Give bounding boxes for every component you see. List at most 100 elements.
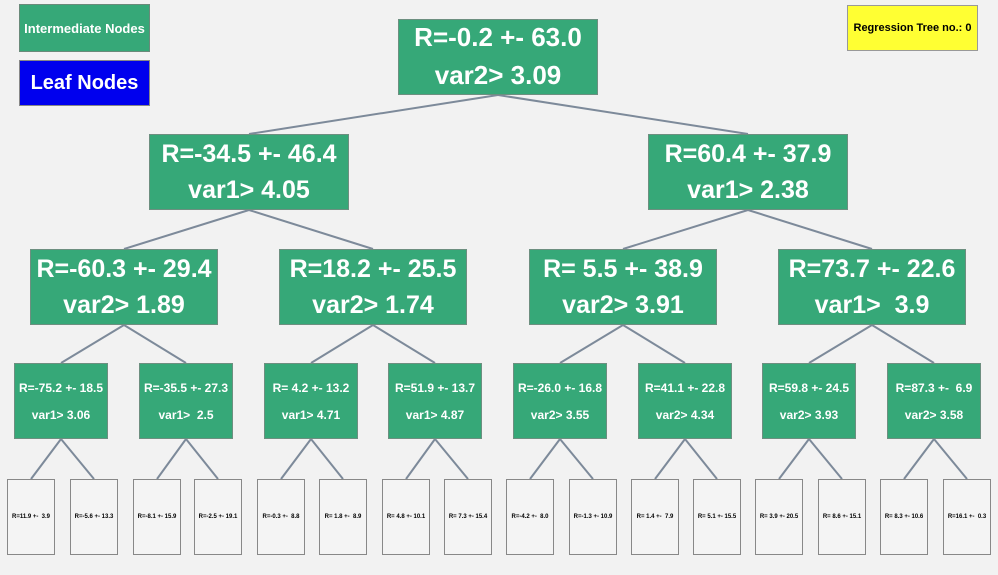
leaf-node-14: R= 8.3 +- 10.6	[880, 479, 928, 555]
leaf-node-6: R= 4.8 +- 10.1	[382, 479, 430, 555]
leaf-value: R=16.1 +- 0.3	[947, 514, 987, 520]
edge-l3_0-leaf-0	[30, 438, 62, 480]
edge-l1_1-l2_3	[747, 209, 873, 250]
node-split: var1> 4.87	[405, 407, 465, 422]
node-value: R=41.1 +- 22.8	[644, 380, 726, 395]
node-split: var2> 1.89	[63, 291, 185, 319]
node-value: R= 4.2 +- 13.2	[272, 380, 350, 395]
node-value: R=73.7 +- 22.6	[788, 254, 956, 283]
tree-node-l2-0: R=-60.3 +- 29.4 var2> 1.89	[30, 249, 218, 325]
node-value: R= 5.5 +- 38.9	[543, 254, 703, 283]
edge-l3_2-leaf-5	[310, 438, 344, 480]
node-value: R=-26.0 +- 16.8	[517, 380, 603, 395]
leaf-node-3: R=-2.5 +- 19.1	[194, 479, 242, 555]
node-split: var2> 1.74	[312, 291, 434, 319]
edge-l3_7-leaf-15	[933, 438, 968, 480]
edge-l3_2-leaf-4	[280, 438, 312, 480]
node-value: R=-35.5 +- 27.3	[143, 380, 229, 395]
edge-l1_0-l2_1	[248, 209, 374, 250]
leaf-value: R=-5.6 +- 13.3	[74, 514, 114, 520]
leaf-node-15: R=16.1 +- 0.3	[943, 479, 991, 555]
edge-l2_2-l3_4	[559, 324, 624, 364]
leaf-value: R=-4.2 +- 8.0	[511, 514, 549, 520]
node-value: R=-34.5 +- 46.4	[161, 139, 337, 168]
leaf-node-8: R=-4.2 +- 8.0	[506, 479, 554, 555]
node-value: R=-60.3 +- 29.4	[36, 254, 212, 283]
tree-number-label: Regression Tree no.: 0	[847, 5, 978, 51]
leaf-value: R= 7.3 +- 15.4	[448, 514, 488, 520]
leaf-value: R= 8.3 +- 10.6	[884, 514, 924, 520]
leaf-node-2: R=-8.1 +- 15.9	[133, 479, 181, 555]
node-value: R=60.4 +- 37.9	[664, 139, 832, 168]
leaf-node-9: R=-1.3 +- 10.9	[569, 479, 617, 555]
leaf-node-0: R=11.9 +- 3.9	[7, 479, 55, 555]
edge-root-l1_0	[248, 94, 499, 135]
tree-node-l3-7: R=87.3 +- 6.9 var2> 3.58	[887, 363, 981, 439]
node-split: var1> 3.9	[814, 291, 930, 319]
edge-l2_0-l3_1	[123, 324, 187, 364]
leaf-node-4: R=-0.3 +- 8.8	[257, 479, 305, 555]
edge-l3_1-leaf-3	[185, 438, 219, 480]
leaf-value: R= 1.4 +- 7.9	[636, 514, 674, 520]
node-split: var1> 4.05	[188, 176, 310, 204]
edge-l3_6-leaf-12	[778, 438, 810, 480]
tree-number-text: Regression Tree no.: 0	[853, 22, 972, 34]
leaf-node-10: R= 1.4 +- 7.9	[631, 479, 679, 555]
node-split: var1> 3.06	[31, 407, 91, 422]
leaf-value: R= 4.8 +- 10.1	[386, 514, 426, 520]
leaf-value: R=-2.5 +- 19.1	[198, 514, 238, 520]
edge-l2_2-l3_5	[622, 324, 686, 364]
edge-l2_1-l3_2	[310, 324, 374, 364]
edge-l1_0-l2_0	[123, 209, 250, 250]
edge-l2_3-l3_6	[808, 324, 873, 364]
edge-l3_5-leaf-10	[654, 438, 686, 480]
edge-l2_0-l3_0	[60, 324, 125, 364]
edge-l3_5-leaf-11	[684, 438, 718, 480]
node-split: var1> 2.5	[158, 407, 214, 422]
leaf-value: R=-8.1 +- 15.9	[137, 514, 177, 520]
edge-l3_4-leaf-9	[559, 438, 594, 480]
leaf-node-5: R= 1.8 +- 8.9	[319, 479, 367, 555]
edge-l3_3-leaf-7	[434, 438, 469, 480]
node-split: var2> 3.91	[562, 291, 684, 319]
leaf-value: R=-0.3 +- 8.8	[262, 514, 300, 520]
node-split: var2> 4.34	[655, 407, 715, 422]
node-value: R=-0.2 +- 63.0	[414, 22, 582, 53]
tree-node-l3-3: R=51.9 +- 13.7 var1> 4.87	[388, 363, 482, 439]
leaf-value: R=11.9 +- 3.9	[11, 514, 51, 520]
node-split: var2> 3.58	[904, 407, 964, 422]
edge-l3_7-leaf-14	[903, 438, 935, 480]
leaf-node-1: R=-5.6 +- 13.3	[70, 479, 118, 555]
leaf-value: R= 1.8 +- 8.9	[324, 514, 362, 520]
tree-node-l3-1: R=-35.5 +- 27.3 var1> 2.5	[139, 363, 233, 439]
tree-node-l1-0: R=-34.5 +- 46.4 var1> 4.05	[149, 134, 349, 210]
edge-l3_6-leaf-13	[808, 438, 843, 480]
edge-l3_3-leaf-6	[405, 438, 436, 480]
edge-l3_1-leaf-2	[156, 438, 187, 480]
node-split: var1> 2.38	[687, 176, 809, 204]
leaf-value: R= 5.1 +- 15.5	[697, 514, 737, 520]
node-value: R=18.2 +- 25.5	[289, 254, 457, 283]
node-value: R=87.3 +- 6.9	[895, 380, 973, 395]
edge-l1_1-l2_2	[622, 209, 749, 250]
node-value: R=51.9 +- 13.7	[394, 380, 476, 395]
edge-l2_1-l3_3	[372, 324, 436, 364]
tree-node-l2-2: R= 5.5 +- 38.9 var2> 3.91	[529, 249, 717, 325]
tree-node-l2-3: R=73.7 +- 22.6 var1> 3.9	[778, 249, 966, 325]
edge-l2_3-l3_7	[871, 324, 935, 364]
leaf-value: R=-1.3 +- 10.9	[573, 514, 613, 520]
node-split: var2> 3.09	[434, 60, 562, 90]
leaf-node-7: R= 7.3 +- 15.4	[444, 479, 492, 555]
leaf-value: R= 3.9 +- 20.5	[759, 514, 799, 520]
node-split: var2> 3.93	[779, 407, 839, 422]
legend-leaf-label: Leaf Nodes	[30, 71, 139, 94]
legend-intermediate-nodes: Intermediate Nodes	[19, 4, 150, 52]
leaf-node-11: R= 5.1 +- 15.5	[693, 479, 741, 555]
node-value: R=59.8 +- 24.5	[768, 380, 850, 395]
edge-l3_4-leaf-8	[529, 438, 561, 480]
tree-node-root: R=-0.2 +- 63.0 var2> 3.09	[398, 19, 598, 95]
